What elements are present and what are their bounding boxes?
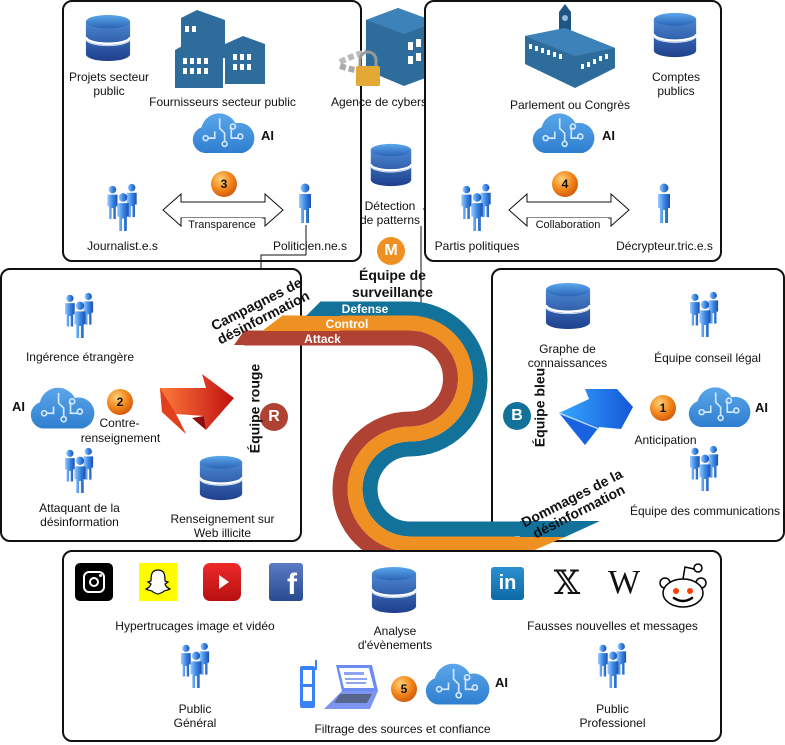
label-public-general-line2: Général bbox=[173, 716, 217, 730]
database-icon bbox=[198, 455, 244, 501]
label-projets-secteur-public: Projets secteur public bbox=[68, 70, 150, 98]
red-team-label: Équipe rouge bbox=[246, 363, 263, 454]
label-public-pro-line1: Public bbox=[596, 702, 629, 716]
label-partis-politiques: Partis politiques bbox=[434, 239, 520, 253]
people-group-icon bbox=[63, 292, 97, 338]
ai-label: AI bbox=[755, 400, 768, 415]
label-politiciens: Politicien.ne.s bbox=[272, 239, 348, 253]
mobile-phone-icon bbox=[300, 660, 317, 708]
ai-label: AI bbox=[495, 675, 508, 690]
ai-cloud-icon bbox=[28, 386, 96, 432]
label-contre-line2: renseignement bbox=[80, 431, 161, 445]
blue-3d-arrow-icon bbox=[558, 389, 633, 445]
label-decrypteurs: Décrypteur.tric.e.s bbox=[616, 239, 713, 253]
label-public-general-line1: Public bbox=[178, 702, 212, 716]
ai-label: AI bbox=[602, 128, 615, 143]
reddit-icon[interactable] bbox=[656, 563, 710, 609]
label-comptes-line1: Comptes bbox=[651, 70, 701, 84]
parliament-icon bbox=[525, 4, 615, 88]
label-public-pro-line2: Professionel bbox=[579, 716, 646, 730]
step-badge-3: 3 bbox=[211, 171, 237, 197]
people-group-icon bbox=[596, 642, 630, 688]
database-icon bbox=[544, 282, 592, 330]
people-group-icon bbox=[179, 642, 213, 688]
blue-team-label: Équipe bleu bbox=[531, 367, 548, 448]
instagram-icon[interactable] bbox=[75, 563, 113, 601]
lane-label-attack: Attack bbox=[304, 332, 341, 346]
label-journalistes: Journalist.e.s bbox=[87, 239, 158, 253]
label-collaboration: Collaboration bbox=[528, 218, 608, 232]
people-group-icon bbox=[63, 447, 97, 493]
monitor-team-label-line2: surveillance bbox=[352, 284, 433, 300]
people-group-icon bbox=[688, 291, 722, 337]
label-contre-line1: Contre- bbox=[99, 416, 140, 430]
label-ingerence: Ingérence étrangère bbox=[25, 350, 135, 364]
step-badge-2: 2 bbox=[107, 389, 133, 415]
step-badge-4: 4 bbox=[552, 171, 578, 197]
ai-cloud-icon bbox=[530, 112, 596, 156]
monitor-team-badge: M bbox=[377, 237, 405, 265]
label-fournisseurs: Fournisseurs secteur public bbox=[149, 95, 296, 109]
facebook-icon[interactable]: f bbox=[269, 563, 303, 601]
lane-label-defense: Defense bbox=[341, 302, 389, 316]
blue-team-badge: B bbox=[503, 402, 531, 430]
database-icon bbox=[652, 12, 698, 58]
label-filtrage: Filtrage des sources et confiance bbox=[314, 722, 491, 736]
label-hypertrucages: Hypertrucages image et vidéo bbox=[115, 619, 275, 633]
label-anticipation: Anticipation bbox=[634, 433, 697, 447]
youtube-icon[interactable] bbox=[203, 563, 241, 601]
label-transparence: Transparence bbox=[182, 218, 262, 232]
label-parlement: Parlement ou Congrès bbox=[509, 98, 631, 112]
step-badge-1: 1 bbox=[650, 395, 676, 421]
label-comptes-line2: publics bbox=[657, 84, 695, 98]
x-icon[interactable]: 𝕏 bbox=[553, 563, 581, 603]
wikipedia-icon[interactable]: W bbox=[607, 564, 641, 601]
person-icon bbox=[656, 183, 672, 223]
ai-cloud-icon bbox=[686, 385, 752, 431]
label-detection-line1: Détection bbox=[364, 199, 416, 213]
laptop-icon bbox=[324, 665, 378, 709]
ai-cloud-icon bbox=[423, 662, 491, 708]
ai-label: AI bbox=[261, 128, 274, 143]
database-icon bbox=[370, 566, 418, 614]
label-fausses-nouvelles: Fausses nouvelles et messages bbox=[527, 619, 698, 633]
people-group-icon bbox=[459, 183, 495, 231]
red-team-badge: R bbox=[260, 403, 288, 431]
people-group-icon bbox=[688, 445, 722, 491]
label-detection-line2: de patterns bbox=[359, 213, 421, 227]
label-graphe-line1: Graphe de bbox=[539, 342, 596, 356]
label-attaquant-line1: Attaquant de la bbox=[39, 501, 120, 515]
label-analyse-line1: Analyse bbox=[373, 624, 417, 638]
lane-label-control: Control bbox=[325, 317, 369, 331]
ai-label: AI bbox=[12, 399, 25, 414]
label-renseignement-line2: Web illicite bbox=[193, 526, 252, 540]
label-conseil-legal: Équipe conseil légal bbox=[654, 351, 761, 365]
label-attaquant-line2: désinformation bbox=[40, 515, 119, 529]
label-renseignement-line1: Renseignement sur bbox=[170, 512, 275, 526]
step-badge-5: 5 bbox=[391, 676, 417, 702]
red-3d-arrow-icon bbox=[160, 374, 234, 434]
label-analyse-line2: d'évènements bbox=[357, 638, 433, 652]
monitor-team-label-line1: Équipe de bbox=[359, 267, 426, 283]
buildings-icon bbox=[175, 10, 265, 88]
snapchat-icon[interactable] bbox=[139, 563, 177, 601]
label-communications: Équipe des communications bbox=[629, 504, 781, 518]
linkedin-icon[interactable]: in bbox=[491, 567, 524, 600]
